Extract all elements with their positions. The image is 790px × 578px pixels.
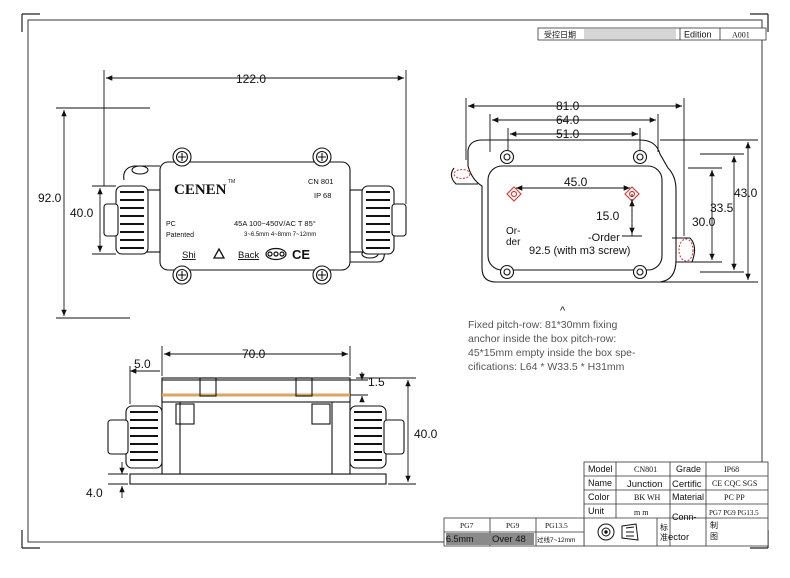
connector-label-cont: ector — [668, 532, 689, 543]
ccc-mark-icon — [265, 247, 287, 261]
std-label-1: 标 — [660, 522, 668, 532]
spec-key: Grade — [676, 464, 701, 474]
side-view-dimensions — [108, 346, 416, 498]
edition-label: Edition — [684, 30, 712, 40]
spec-key: Material — [672, 492, 704, 502]
corner-screw-icon — [172, 147, 192, 167]
controlled-date-label: 受控日期 — [544, 30, 576, 40]
gland-cell: 6.5mm — [446, 534, 474, 544]
edition-block: 受控日期 Edition A001 — [537, 27, 767, 41]
dim-box-label: 64.0 — [556, 113, 580, 127]
spec-table — [583, 461, 769, 547]
corner-screw-icon — [632, 264, 648, 280]
dim-total-height-label: 92.0 — [38, 191, 62, 205]
dim-box-h-label: 33.5 — [710, 201, 734, 215]
spec-key: Unit — [588, 506, 605, 516]
drawing-label: 制图 — [710, 520, 718, 541]
shi-label: Shi — [182, 250, 196, 261]
spec-value: Junction — [627, 479, 662, 490]
spec-value: PG7 PG9 PG13.5 — [709, 509, 759, 517]
spec-value: BK WH — [634, 493, 661, 502]
spec-table-text: Model CN801 Grade IP68 Name Junction Cer… — [588, 464, 759, 543]
rating-label: 45A 100~450V/AC T 85° — [234, 219, 316, 228]
right-cable-gland — [349, 185, 407, 255]
gland-cell: 过线7~12mm — [537, 535, 575, 544]
bottom-view-dimensions — [465, 98, 758, 283]
dim-base-label: 4.0 — [86, 486, 103, 500]
dim-inner-h-label: 30.0 — [692, 215, 716, 229]
corner-screw-icon — [172, 265, 192, 285]
order-label-2: -Order — [588, 232, 620, 244]
recycle-icon — [212, 247, 226, 259]
corner-screw-icon — [632, 149, 648, 165]
top-view-labels: CENEN TM CN 801 IP 68 45A 100~450V/AC T … — [166, 177, 333, 262]
spec-value: IP68 — [724, 465, 739, 474]
dim-body-height-label: 40.0 — [70, 206, 94, 220]
drawing-label-1: 制 — [710, 520, 718, 530]
dim-left-label: 5.0 — [134, 357, 151, 371]
ce-mark: CE — [292, 247, 310, 262]
dim-body-label: 70.0 — [242, 347, 266, 361]
std-label: 标准 — [660, 522, 668, 542]
corner-screw-icon — [499, 149, 515, 165]
dim-height-label: 40.0 — [414, 427, 438, 441]
corner-screw-icon — [499, 264, 515, 280]
gland-cell: Over 48 — [492, 534, 526, 545]
note-caret: ^ — [560, 305, 566, 317]
top-view-dimensions — [56, 70, 407, 319]
dim-plate-label: 81.0 — [556, 99, 580, 113]
spec-value: CE CQC SGS — [712, 479, 757, 488]
order-label-line1: Or- — [506, 226, 520, 237]
spec-key: Name — [588, 478, 612, 488]
corner-screw-icon — [312, 265, 332, 285]
edition-value: A001 — [732, 31, 750, 40]
cable-range-label: 3~6.5mm 4~8mm 7~12mm — [244, 232, 316, 238]
gland-header: PG7 — [460, 521, 474, 530]
bottom-view — [450, 139, 696, 283]
brand-name: CENEN — [174, 182, 227, 198]
gland-header: PG9 — [506, 521, 520, 530]
drawing-label-2: 图 — [710, 532, 718, 541]
order-label-line2: der — [506, 237, 521, 248]
patented-label: Patented — [166, 232, 194, 239]
dim-inner-label: 51.0 — [556, 127, 580, 141]
spec-key: Certific — [672, 479, 702, 490]
gland-table-highlight — [446, 533, 534, 545]
spec-note: Fixed pitch-row: 81*30mm fixing anchor i… — [468, 319, 636, 373]
screw-note: 92.5 (with m3 screw) — [529, 245, 630, 257]
spec-key: Model — [588, 464, 613, 474]
top-view — [103, 147, 407, 285]
spec-value: PC PP — [724, 493, 745, 502]
dim-lid-label: 1.5 — [368, 375, 385, 389]
left-cable-gland — [103, 185, 161, 255]
dim-plate-h-label: 43.0 — [734, 186, 758, 200]
dim-holes-y-label: 15.0 — [596, 209, 620, 223]
dim-holes-x-label: 45.0 — [564, 175, 588, 189]
back-label: Back — [238, 250, 259, 261]
gland-header: PG13.5 — [545, 521, 568, 530]
mount-point-icon — [506, 186, 522, 202]
dim-width-label: 122.0 — [236, 72, 266, 86]
order-label: Or-der — [506, 226, 521, 248]
spec-value: CN801 — [634, 465, 657, 474]
spec-value: m m — [634, 508, 649, 517]
spec-key: Conn- — [672, 512, 697, 522]
spec-key: Color — [588, 492, 610, 502]
std-label-2: 准 — [660, 532, 668, 542]
connector-symbol-icon — [597, 523, 639, 541]
model-label: CN 801 — [308, 177, 333, 186]
sheet-border — [21, 13, 769, 549]
corner-screw-icon — [312, 147, 332, 167]
ip-label: IP 68 — [314, 191, 331, 200]
trademark-mark: TM — [228, 179, 235, 185]
side-view — [107, 377, 405, 485]
pc-label: PC — [166, 221, 176, 228]
